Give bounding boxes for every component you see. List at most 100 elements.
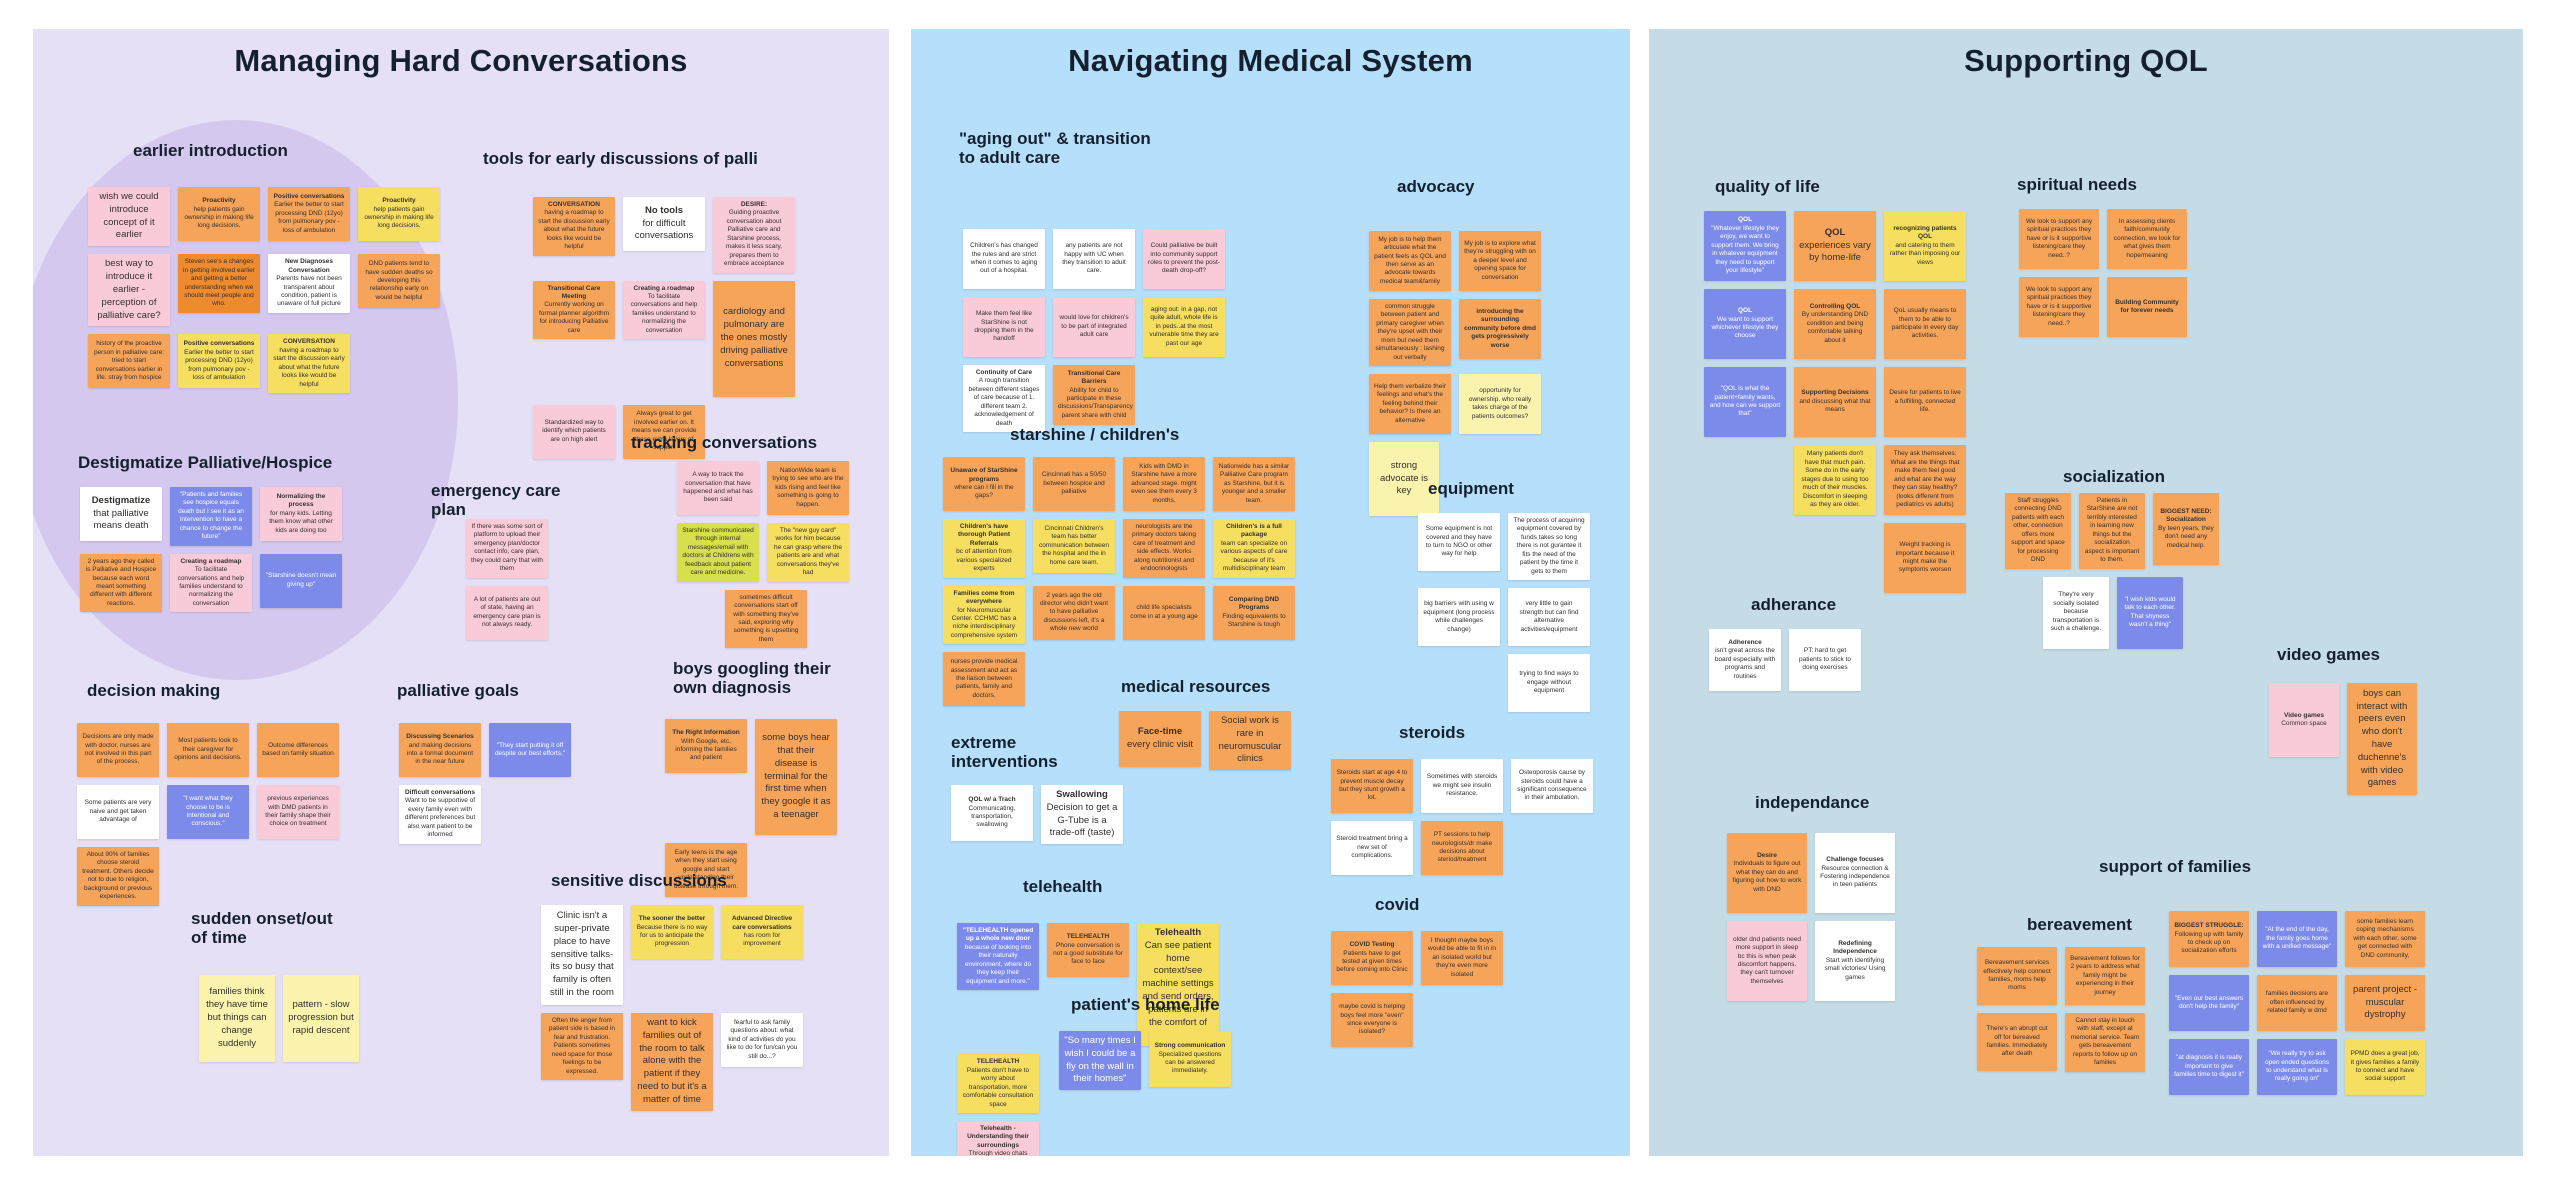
section-label-telehealth[interactable]: telehealth <box>1023 877 1103 896</box>
sticky-note[interactable]: child life specialists come in at a youn… <box>1123 585 1205 640</box>
sticky-note[interactable]: QOL"Whatever lifestyle they enjoy, we wa… <box>1704 211 1786 281</box>
section-label-equipment[interactable]: equipment <box>1428 479 1514 498</box>
sticky-note[interactable]: Many patients don't have that much pain.… <box>1794 445 1876 515</box>
sticky-note[interactable]: If there was some sort of platform to up… <box>466 519 548 578</box>
sticky-note[interactable]: previous experiences with DMD patients i… <box>257 785 339 839</box>
sticky-note[interactable]: The "new guy card" works for him because… <box>767 523 849 582</box>
sticky-note[interactable]: NationWide team is trying to see who are… <box>767 461 849 515</box>
sticky-note[interactable]: Telehealth - Understanding their surroun… <box>957 1120 1039 1156</box>
sticky-note[interactable]: Could palliative be built into community… <box>1143 229 1225 289</box>
section-label-aging-out-transition[interactable]: "aging out" & transition to adult care <box>959 129 1151 168</box>
sticky-note[interactable]: Building Community for forever needs <box>2107 277 2187 337</box>
sticky-note[interactable]: 2 years ago they called is Palliative an… <box>80 553 162 613</box>
sticky-note[interactable]: any patients are not happy with UC when … <box>1053 229 1135 289</box>
sticky-note[interactable]: Kids with DMD in Starshine have a more a… <box>1123 457 1205 511</box>
section-label-starshine-childrens[interactable]: starshine / children's <box>1010 425 1180 444</box>
sticky-note[interactable]: want to kick families out of the room to… <box>631 1013 713 1111</box>
section-label-quality-of-life[interactable]: quality of life <box>1715 177 1820 196</box>
sticky-note[interactable]: best way to introduce it earlier - perce… <box>88 254 170 327</box>
sticky-note[interactable]: Often the anger from patient side is bas… <box>541 1013 623 1081</box>
sticky-note[interactable]: Bereavement follows for 2 years to addre… <box>2065 947 2145 1005</box>
sticky-note[interactable]: A way to track the conversation that hav… <box>677 461 759 515</box>
sticky-note[interactable]: Starshine communicated through internal … <box>677 523 759 582</box>
sticky-note[interactable]: BIGGEST STRUGGLE:Following up with famil… <box>2169 911 2249 967</box>
sticky-note[interactable]: A lot of patients are out of state, havi… <box>466 585 548 640</box>
sticky-note[interactable]: Early teens is the age when they start u… <box>665 843 747 897</box>
sticky-note[interactable]: Most patients look to their caregiver fo… <box>167 723 249 777</box>
sticky-note[interactable]: parent project - muscular dystrophy <box>2345 975 2425 1031</box>
sticky-note[interactable]: neurologists are the primary doctors tak… <box>1123 519 1205 578</box>
section-label-sensitive-discussions[interactable]: sensitive discussions <box>551 871 727 890</box>
sticky-note[interactable]: Osteoporosis cause by steroids could hav… <box>1511 759 1593 813</box>
frame-title-supporting-qol[interactable]: Supporting QOL <box>1964 43 2208 78</box>
sticky-note[interactable]: There's an abrupt cut off for bereaved f… <box>1977 1013 2057 1071</box>
section-label-extreme-interventions[interactable]: extreme interventions <box>951 733 1058 772</box>
sticky-note[interactable]: common struggle between patient and prim… <box>1369 299 1451 367</box>
sticky-note[interactable]: introducing the surrounding community be… <box>1459 299 1541 359</box>
section-label-spiritual-needs[interactable]: spiritual needs <box>2017 175 2137 194</box>
section-label-bereavement[interactable]: bereavement <box>2027 915 2132 934</box>
sticky-note[interactable]: Children's have thorough Patient Referra… <box>943 519 1025 578</box>
section-label-medical-resources[interactable]: medical resources <box>1121 677 1271 696</box>
section-label-tracking-conversations[interactable]: tracking conversations <box>631 433 818 452</box>
section-label-sudden-onset-out-of-time[interactable]: sudden onset/out of time <box>191 909 333 948</box>
sticky-note[interactable]: Patients in StarShine are not terribly i… <box>2079 493 2145 569</box>
section-label-advocacy[interactable]: advocacy <box>1397 177 1475 196</box>
sticky-note[interactable]: "So many times I wish I could be a fly o… <box>1059 1031 1141 1091</box>
sticky-note[interactable]: Children's has changed the rules and are… <box>963 229 1045 289</box>
sticky-note[interactable]: Decisions are only made with doctor, nur… <box>77 723 159 777</box>
section-label-palliative-goals[interactable]: palliative goals <box>397 681 519 700</box>
sticky-note[interactable]: Standardized way to identify which patie… <box>533 404 615 459</box>
section-label-emergency-care-plan[interactable]: emergency care plan <box>431 481 561 520</box>
sticky-note[interactable]: "I wish kids would talk to each other. T… <box>2117 576 2183 649</box>
sticky-note[interactable]: "Even our best answers don't help the fa… <box>2169 975 2249 1031</box>
sticky-note[interactable]: QoL usually means to them to be able to … <box>1884 289 1966 359</box>
section-label-socialization[interactable]: socialization <box>2063 467 2166 486</box>
sticky-note[interactable]: aging out: in a gap, not quite adult, wh… <box>1143 297 1225 357</box>
sticky-note[interactable]: "I want what they choose to be is intent… <box>167 785 249 839</box>
sticky-note[interactable]: Outcome differences based on family situ… <box>257 723 339 777</box>
sticky-note[interactable]: I thought maybe boys would be able to fi… <box>1421 931 1503 985</box>
section-label-covid[interactable]: covid <box>1375 895 1420 914</box>
section-label-tools-for-early-discussions[interactable]: tools for early discussions of palli <box>483 149 758 168</box>
section-label-earlier-introduction[interactable]: earlier introduction <box>133 141 288 160</box>
sticky-note[interactable]: About 90% of families choose steroid tre… <box>77 847 159 906</box>
section-label-video-games[interactable]: video games <box>2277 645 2380 664</box>
sticky-note[interactable]: boys can interact with peers even who do… <box>2347 683 2417 795</box>
section-label-support-of-families[interactable]: support of families <box>2099 857 2252 876</box>
sticky-note[interactable]: PPMD does a great job, it gives families… <box>2345 1039 2425 1095</box>
section-label-boys-googling-own-diagnosis[interactable]: boys googling their own diagnosis <box>673 659 831 698</box>
sticky-note[interactable]: trying to find ways to engage without eq… <box>1508 654 1590 713</box>
sticky-note[interactable]: strong advocate is key <box>1369 442 1439 517</box>
sticky-note[interactable]: In assessing clients faith/community con… <box>2107 209 2187 269</box>
sticky-note[interactable]: cardiology and pulmonary are the ones mo… <box>713 280 795 397</box>
sticky-note[interactable]: They ask themselves: What are the things… <box>1884 445 1966 515</box>
sticky-note[interactable]: Desire for patients to live a fulfilling… <box>1884 367 1966 437</box>
sticky-note[interactable]: "QOL is what the patient+family wants, a… <box>1704 367 1786 437</box>
sticky-note[interactable]: "We really try to ask open ended questio… <box>2257 1039 2337 1095</box>
